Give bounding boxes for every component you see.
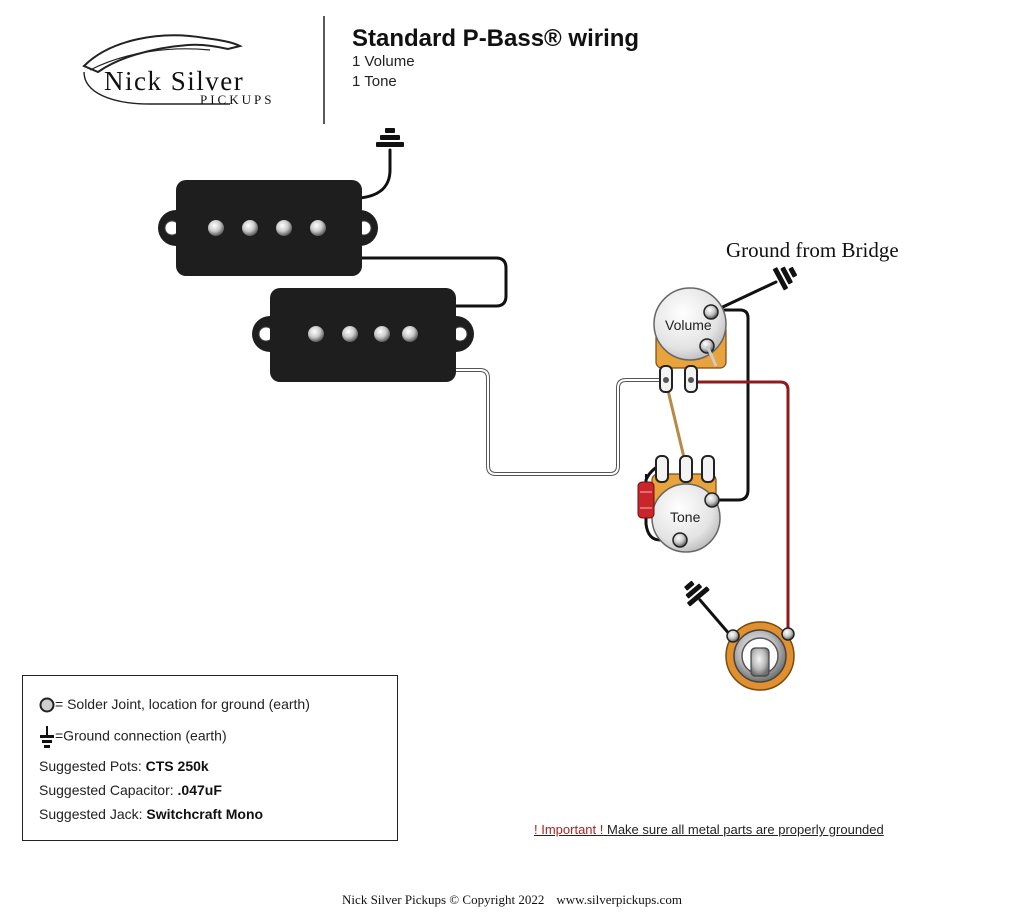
solder-joint-icon bbox=[672, 532, 688, 548]
wire-bridge-ground bbox=[710, 280, 778, 314]
wire-volume-tone-link bbox=[664, 380, 688, 468]
logo-tail bbox=[83, 71, 230, 105]
logo-subtext: PICKUPS bbox=[200, 92, 274, 107]
page-title: Standard P-Bass® wiring bbox=[352, 25, 639, 52]
wire-output bbox=[690, 380, 790, 634]
legend-pots-value: CTS 250k bbox=[145, 758, 209, 774]
output-jack bbox=[725, 621, 795, 691]
footer-url: www.silverpickups.com bbox=[556, 892, 682, 907]
legend-ground-row: =Ground connection (earth) bbox=[39, 726, 227, 748]
bridge-ground-icon bbox=[772, 266, 798, 291]
wire-pickup-hot-core bbox=[455, 369, 667, 475]
wire-pickup-series bbox=[358, 256, 508, 308]
legend-jack-row: Suggested Jack: Switchcraft Mono bbox=[39, 806, 263, 822]
important-text: Make sure all metal parts are properly g… bbox=[603, 822, 884, 837]
wire-volume-tone-ground bbox=[710, 308, 750, 502]
pole-piece bbox=[242, 220, 258, 236]
logo-text: Nick Silver bbox=[104, 66, 244, 96]
important-note: ! Important ! Make sure all metal parts … bbox=[534, 822, 884, 837]
pole-piece bbox=[276, 220, 292, 236]
tone-pot: Tone bbox=[651, 455, 721, 553]
pole-piece bbox=[342, 326, 358, 342]
legend-jack-label: Suggested Jack: bbox=[39, 806, 147, 822]
legend-cap-value: .047uF bbox=[177, 782, 222, 798]
solder-joint-icon bbox=[704, 492, 720, 508]
footer: Nick Silver Pickups © Copyright 2022 www.… bbox=[0, 892, 1024, 908]
solder-joint-icon bbox=[703, 304, 719, 320]
logo-swoop bbox=[89, 48, 211, 71]
footer-copyright: Nick Silver Pickups © Copyright 2022 bbox=[342, 892, 545, 907]
volume-pot: Volume bbox=[653, 287, 727, 393]
pickup-top bbox=[158, 180, 378, 276]
wire-jack-ground bbox=[698, 598, 733, 638]
subtitle-line-1: 1 Volume bbox=[352, 53, 415, 70]
tone-pot-label: Tone bbox=[670, 509, 701, 525]
legend-solder-row: = Solder Joint, location for ground (ear… bbox=[39, 696, 310, 713]
pole-piece bbox=[208, 220, 224, 236]
pole-piece bbox=[308, 326, 324, 342]
solder-joint-icon bbox=[726, 629, 740, 643]
solder-joint-icon bbox=[781, 627, 795, 641]
pole-piece bbox=[310, 220, 326, 236]
ground-icon bbox=[376, 128, 404, 147]
legend-cap-label: Suggested Capacitor: bbox=[39, 782, 178, 798]
subtitle-line-2: 1 Tone bbox=[352, 73, 397, 90]
wires bbox=[358, 148, 790, 638]
ground-icon bbox=[40, 726, 54, 748]
legend-box: = Solder Joint, location for ground (ear… bbox=[22, 675, 398, 841]
important-label: ! Important ! bbox=[534, 822, 604, 837]
legend-jack-value: Switchcraft Mono bbox=[146, 806, 264, 822]
legend-pots-label: Suggested Pots: bbox=[39, 758, 146, 774]
logo: Nick Silver PICKUPS bbox=[82, 34, 274, 107]
legend-cap-row: Suggested Capacitor: .047uF bbox=[39, 782, 222, 798]
legend-pots-row: Suggested Pots: CTS 250k bbox=[39, 758, 209, 774]
solder-joint-icon bbox=[39, 697, 55, 713]
pole-piece bbox=[374, 326, 390, 342]
ground-from-bridge-label: Ground from Bridge bbox=[726, 238, 899, 262]
pickup-bottom bbox=[252, 288, 474, 382]
legend-solder-text: = Solder Joint, location for ground (ear… bbox=[55, 696, 310, 712]
capacitor-icon bbox=[637, 474, 655, 519]
legend-ground-text: =Ground connection (earth) bbox=[55, 727, 227, 744]
pole-piece bbox=[402, 326, 418, 342]
jack-ground-icon bbox=[684, 580, 710, 607]
volume-pot-label: Volume bbox=[665, 317, 712, 333]
wire-tone-cap bbox=[644, 462, 682, 542]
wire-pickup1-ground bbox=[358, 148, 392, 200]
